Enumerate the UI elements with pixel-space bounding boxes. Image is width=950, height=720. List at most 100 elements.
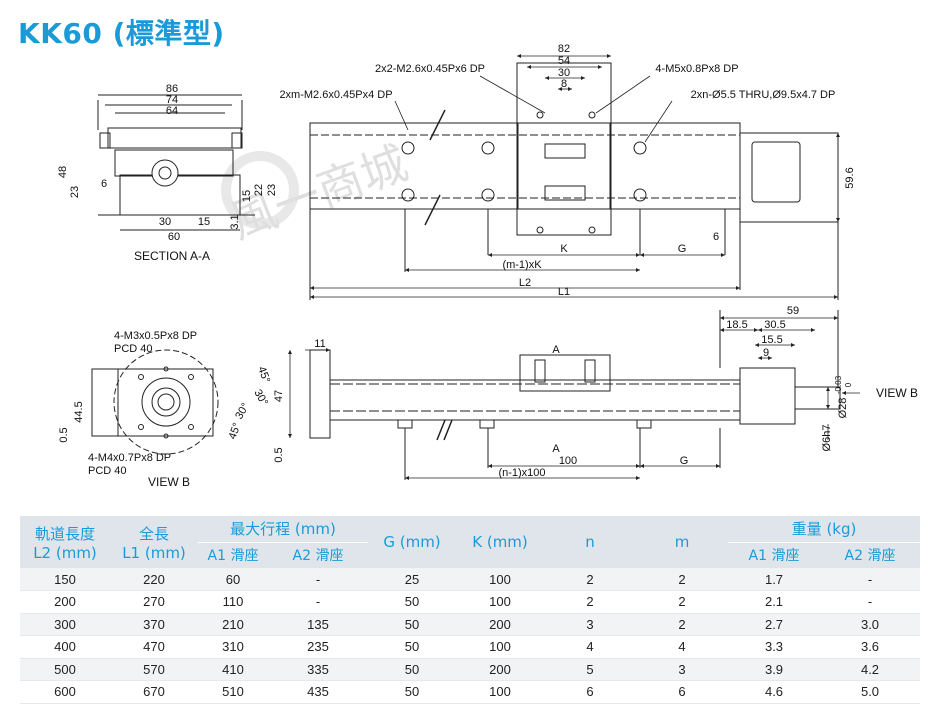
top-view-dimension-lines — [310, 54, 840, 299]
header-n: n — [544, 516, 637, 568]
svg-text:47: 47 — [273, 390, 285, 402]
cell-m: 4 — [636, 635, 729, 659]
svg-text:54: 54 — [558, 55, 570, 67]
svg-text:86: 86 — [166, 83, 178, 95]
page-title: KK60 (標準型) — [18, 17, 225, 50]
svg-text:18.5: 18.5 — [726, 319, 747, 331]
svg-text:23: 23 — [69, 186, 81, 198]
svg-text:30°: 30° — [233, 401, 252, 421]
svg-text:A: A — [552, 443, 560, 455]
svg-text:64: 64 — [166, 105, 178, 117]
side-view-labels: 11 47 0.5 A A 100 G (n-1)x100 59 18.5 30… — [273, 305, 918, 479]
svg-text:48: 48 — [57, 166, 69, 178]
cell-n: 2 — [544, 568, 637, 591]
svg-text:74: 74 — [166, 94, 178, 106]
svg-text:Ø6h7: Ø6h7 — [821, 425, 833, 452]
cell-k: 100 — [456, 568, 545, 591]
cell-stroke-a1: 110 — [198, 590, 268, 614]
svg-text:4-M3x0.5Px8 DP: 4-M3x0.5Px8 DP — [114, 330, 197, 342]
svg-text:L1: L1 — [558, 286, 570, 298]
cell-k: 100 — [456, 680, 545, 704]
cell-m: 6 — [636, 680, 729, 704]
cell-n: 4 — [544, 635, 637, 659]
cell-l1: 670 — [110, 680, 198, 704]
svg-text:-0.03: -0.03 — [834, 375, 843, 394]
top-view-labels: 82 54 30 8 59.6 6 K G (m-1)xK L2 L1 2x2-… — [279, 43, 856, 298]
svg-text:15: 15 — [198, 216, 210, 228]
cell-weight-a1: 2.1 — [728, 590, 821, 614]
svg-text:4-M5x0.8Px8 DP: 4-M5x0.8Px8 DP — [655, 63, 738, 75]
svg-text:0.5: 0.5 — [273, 447, 285, 462]
header-weight-a1: A1 滑座 — [728, 542, 821, 568]
header-m: m — [636, 516, 729, 568]
cell-weight-a2: 4.2 — [820, 658, 921, 681]
header-max-stroke: 最大行程 (mm) — [198, 516, 369, 543]
svg-text:45°: 45° — [255, 365, 272, 385]
side-view-dimension-lines — [288, 316, 860, 480]
cell-m: 3 — [636, 658, 729, 681]
cell-l2: 400 — [20, 635, 110, 659]
cell-weight-a2: 3.6 — [820, 635, 921, 659]
cell-weight-a2: - — [820, 568, 921, 591]
cell-m: 2 — [636, 613, 729, 636]
svg-text:23: 23 — [266, 184, 278, 196]
cell-l2: 150 — [20, 568, 110, 591]
svg-text:2xm-M2.6x0.45Px4 DP: 2xm-M2.6x0.45Px4 DP — [279, 89, 392, 101]
cell-n: 5 — [544, 658, 637, 681]
svg-text:L2: L2 — [519, 277, 531, 289]
svg-text:45°: 45° — [227, 421, 244, 441]
cell-k: 100 — [456, 590, 545, 614]
svg-text:100: 100 — [559, 455, 577, 467]
cell-l1: 270 — [110, 590, 198, 614]
cell-weight-a2: 3.0 — [820, 613, 921, 636]
cell-l2: 300 — [20, 613, 110, 636]
cell-g: 50 — [368, 613, 457, 636]
section-aa-labels: 86 74 64 48 23 6 15 22 23 3.1 30 15 60 S… — [57, 83, 278, 263]
svg-text:2x2-M2.6x0.45Px6 DP: 2x2-M2.6x0.45Px6 DP — [375, 63, 485, 75]
svg-text:59: 59 — [787, 305, 799, 317]
svg-text:(m-1)xK: (m-1)xK — [502, 259, 542, 271]
svg-text:15.5: 15.5 — [761, 334, 782, 346]
svg-text:0.5: 0.5 — [58, 427, 70, 442]
cell-g: 50 — [368, 635, 457, 659]
svg-text:0: 0 — [844, 382, 853, 387]
svg-text:Ø28: Ø28 — [837, 398, 849, 419]
cell-n: 6 — [544, 680, 637, 704]
cell-stroke-a1: 310 — [198, 635, 268, 659]
view-b-drawing — [91, 349, 219, 455]
cell-stroke-a1: 510 — [198, 680, 268, 704]
svg-text:G: G — [678, 243, 687, 255]
cell-stroke-a2: - — [268, 590, 369, 614]
cell-stroke-a2: - — [268, 568, 369, 591]
cell-weight-a2: - — [820, 590, 921, 614]
svg-text:PCD 40: PCD 40 — [114, 343, 153, 355]
cell-stroke-a2: 235 — [268, 635, 369, 659]
cell-k: 200 — [456, 613, 545, 636]
cell-weight-a1: 1.7 — [728, 568, 821, 591]
cell-stroke-a1: 410 — [198, 658, 268, 681]
svg-text:82: 82 — [558, 43, 570, 55]
side-view-drawing — [309, 310, 841, 480]
svg-text:PCD 40: PCD 40 — [88, 465, 127, 477]
svg-text:9: 9 — [763, 347, 769, 359]
cell-stroke-a2: 435 — [268, 680, 369, 704]
cell-stroke-a2: 135 — [268, 613, 369, 636]
svg-text:11: 11 — [314, 338, 325, 350]
cell-l1: 470 — [110, 635, 198, 659]
cell-m: 2 — [636, 568, 729, 591]
cell-weight-a1: 4.6 — [728, 680, 821, 704]
cell-g: 50 — [368, 658, 457, 681]
cell-weight-a1: 2.7 — [728, 613, 821, 636]
svg-text:G: G — [680, 455, 689, 467]
cell-l2: 500 — [20, 658, 110, 681]
cell-g: 50 — [368, 680, 457, 704]
cell-k: 200 — [456, 658, 545, 681]
